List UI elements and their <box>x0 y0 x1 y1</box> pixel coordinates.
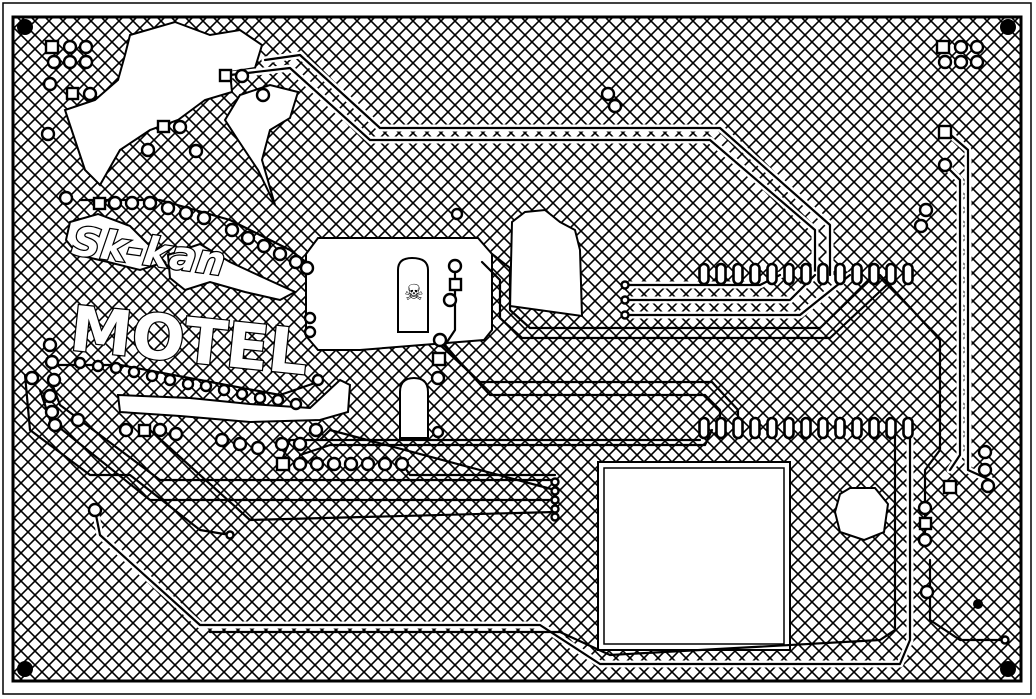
header-pin <box>766 416 778 440</box>
header-pin <box>834 416 846 440</box>
header-pin <box>698 416 710 440</box>
header-pin <box>766 262 778 286</box>
header-pin <box>817 416 829 440</box>
header-pin <box>885 262 897 286</box>
header-pin <box>902 262 914 286</box>
header-pin <box>851 262 863 286</box>
header-top <box>698 262 914 286</box>
header-pin <box>817 262 829 286</box>
header-pin <box>715 416 727 440</box>
header-pin <box>783 416 795 440</box>
header-pin <box>800 416 812 440</box>
header-bottom <box>698 416 914 440</box>
header-pin <box>902 416 914 440</box>
header-pin <box>749 416 761 440</box>
header-pin <box>851 416 863 440</box>
header-pin <box>868 416 880 440</box>
mounting-holes <box>17 19 1016 677</box>
header-pin <box>783 262 795 286</box>
clear-areas <box>305 208 890 651</box>
header-pin <box>868 262 880 286</box>
header-pin <box>732 416 744 440</box>
header-pin <box>749 262 761 286</box>
header-pin <box>715 262 727 286</box>
header-pin <box>885 416 897 440</box>
header-pin <box>834 262 846 286</box>
skull-icon: ☠ <box>404 281 424 306</box>
misc-pads <box>24 68 1010 645</box>
header-pin <box>732 262 744 286</box>
header-pin <box>800 262 812 286</box>
connectors <box>44 39 985 70</box>
header-pin <box>698 262 710 286</box>
